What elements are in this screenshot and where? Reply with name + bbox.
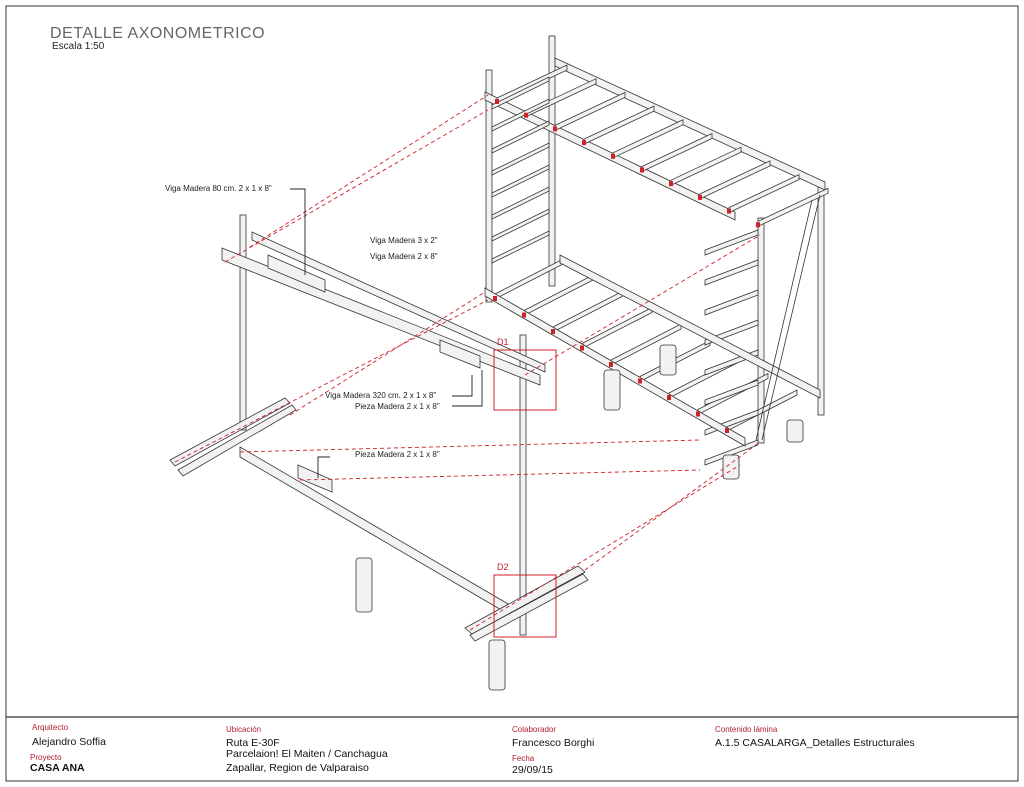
beam — [464, 565, 586, 635]
cut-mark — [580, 345, 584, 351]
cut-mark — [667, 395, 671, 400]
post — [519, 334, 527, 636]
proyecto-value: CASA ANA — [30, 762, 85, 774]
annotation: Viga Madera 2 x 8" — [370, 252, 438, 261]
leader-lines — [290, 188, 483, 478]
ubicacion-label: Ubicación — [226, 725, 262, 734]
post — [817, 184, 825, 416]
floor-joist — [552, 290, 624, 333]
cut-mark — [553, 126, 557, 132]
annotation: Pieza Madera 2 x 1 x 8" — [355, 450, 440, 459]
floor-rail — [559, 254, 821, 399]
post — [757, 217, 765, 444]
cut-mark — [495, 99, 499, 104]
detail-label-d1: D1 — [497, 337, 509, 347]
arquitecto-label: Arquitecto — [32, 723, 69, 732]
cut-mark — [582, 140, 586, 146]
annotation: Viga Madera 80 cm. 2 x 1 x 8" — [165, 184, 272, 193]
wall-rung — [491, 98, 550, 132]
floor-joist — [581, 306, 653, 350]
brace — [755, 199, 813, 441]
annotation: Viga Madera 3 x 2" — [370, 236, 438, 245]
wall-rung — [491, 230, 550, 264]
cut-mark — [493, 296, 497, 301]
post — [485, 69, 493, 303]
wall-rung — [491, 142, 550, 176]
cut-mark — [696, 411, 700, 417]
beam-piece — [297, 464, 333, 493]
wall-rung — [704, 289, 759, 316]
post — [548, 35, 556, 287]
wall-rung — [704, 259, 759, 286]
beam — [469, 573, 589, 642]
projection-lines — [174, 94, 761, 631]
fecha-value: 29/09/15 — [512, 764, 553, 776]
beam — [239, 446, 516, 619]
cut-mark — [551, 329, 555, 334]
drawing-title: DETALLE AXONOMETRICO — [50, 25, 266, 42]
detail-box-d1 — [493, 349, 557, 411]
wall-rung — [704, 229, 759, 256]
detail-box-d2 — [493, 574, 557, 638]
wood-structure — [169, 35, 829, 691]
beam-piece — [267, 254, 326, 293]
cut-mark — [611, 153, 615, 159]
beam-piece — [439, 339, 481, 369]
cut-mark — [640, 167, 644, 173]
ubicacion-line-1: Ruta E-30F — [226, 737, 280, 749]
cut-mark — [727, 208, 731, 214]
cut-mark — [609, 362, 613, 367]
sheet-border — [5, 5, 1019, 782]
colaborador-value: Francesco Borghi — [512, 737, 595, 749]
detail-label-d2: D2 — [497, 562, 509, 572]
contenido-label: Contenido lámina — [715, 725, 778, 734]
beam — [251, 231, 546, 373]
cut-mark — [638, 378, 642, 384]
floor-joist — [523, 273, 595, 317]
ubicacion-line-2: Parcelaion! El Maiten / Canchagua — [226, 748, 388, 760]
cut-mark — [669, 181, 673, 187]
fecha-label: Fecha — [512, 754, 535, 763]
colaborador-label: Colaborador — [512, 725, 557, 734]
wall-rung — [491, 208, 550, 242]
cut-marks — [493, 99, 760, 433]
drawing-scale: Escala 1:50 — [52, 41, 105, 52]
ubicacion-line-3: Zapallar, Region de Valparaiso — [226, 762, 369, 774]
wall-rung — [491, 164, 550, 198]
piles — [355, 344, 804, 691]
wall-rung — [491, 120, 550, 154]
cut-mark — [524, 112, 528, 118]
cut-mark — [698, 194, 702, 200]
post — [239, 214, 247, 431]
cut-mark — [725, 428, 729, 433]
wall-rung — [704, 379, 759, 406]
cut-mark — [522, 312, 526, 318]
contenido-value: A.1.5 CASALARGA_Detalles Estructurales — [715, 737, 915, 749]
proyecto-label: Proyecto — [30, 753, 62, 762]
beam — [177, 404, 297, 477]
wall-rung — [491, 186, 550, 220]
cut-mark — [756, 222, 760, 228]
annotation: Pieza Madera 2 x 1 x 8" — [355, 402, 440, 411]
annotation: Viga Madera 320 cm. 2 x 1 x 8" — [325, 391, 437, 400]
roof-rail — [554, 57, 826, 191]
arquitecto-value: Alejandro Soffia — [32, 736, 106, 748]
brace — [761, 194, 821, 441]
floor-rail — [484, 287, 746, 447]
beam — [169, 397, 291, 467]
wall-rung — [491, 76, 550, 110]
